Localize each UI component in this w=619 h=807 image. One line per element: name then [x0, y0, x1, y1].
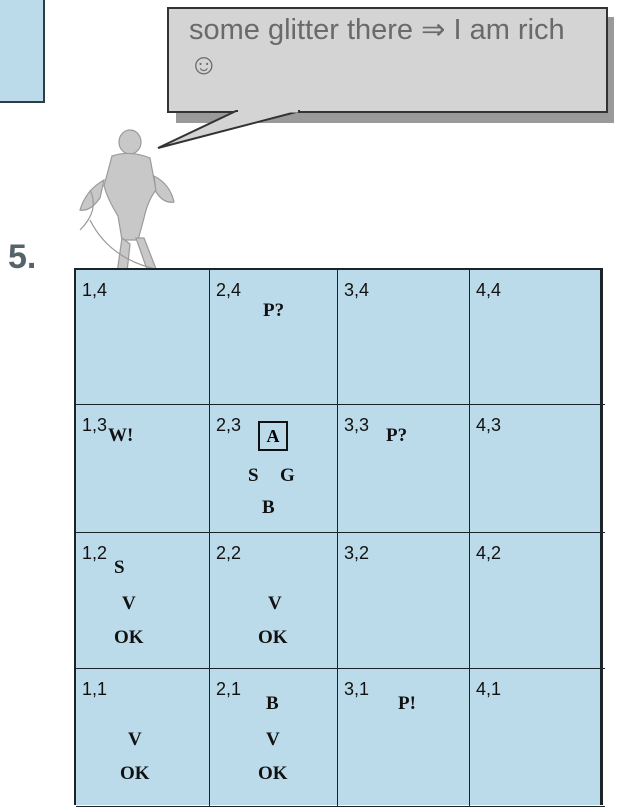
cell-coordinate: 3,1	[344, 679, 369, 700]
grid-cell: 1,4	[76, 270, 210, 405]
grid-cell: 3,2	[338, 533, 470, 669]
percept-mark: OK	[258, 763, 288, 785]
cell-coordinate: 3,4	[344, 280, 369, 301]
percept-mark: V	[122, 593, 136, 615]
percept-mark: S	[248, 465, 259, 487]
cell-coordinate: 2,2	[216, 543, 241, 564]
percept-mark: V	[268, 593, 282, 615]
percept-mark: P?	[263, 300, 284, 322]
percept-mark: V	[128, 729, 142, 751]
step-number: 5.	[8, 238, 36, 277]
percept-mark: V	[266, 729, 280, 751]
grid-cell: 3,3 P?	[338, 405, 470, 533]
grid-cell: 4,4	[470, 270, 605, 405]
percept-mark: P?	[386, 425, 407, 447]
percept-mark: B	[262, 497, 275, 519]
grid-cell: 4,3	[470, 405, 605, 533]
percept-mark: OK	[120, 763, 150, 785]
agent-marker: A	[258, 421, 288, 451]
percept-mark: G	[280, 465, 295, 487]
percept-mark: B	[266, 693, 279, 715]
cell-coordinate: 2,1	[216, 679, 241, 700]
cell-coordinate: 4,2	[476, 543, 501, 564]
cell-coordinate: 4,4	[476, 280, 501, 301]
percept-mark: W!	[108, 425, 133, 447]
cell-coordinate: 1,3	[82, 415, 107, 436]
percept-mark: S	[114, 557, 125, 579]
cell-coordinate: 2,4	[216, 280, 241, 301]
cell-coordinate: 1,1	[82, 679, 107, 700]
cell-coordinate: 3,3	[344, 415, 369, 436]
percept-mark: OK	[258, 627, 288, 649]
cell-coordinate: 4,3	[476, 415, 501, 436]
grid-cell: 3,4	[338, 270, 470, 405]
percept-mark: OK	[114, 627, 144, 649]
grid-cell: 4,2	[470, 533, 605, 669]
cell-coordinate: 1,2	[82, 543, 107, 564]
explorer-hero-icon	[60, 120, 195, 290]
cell-coordinate: 3,2	[344, 543, 369, 564]
grid-cell: 4,1	[470, 669, 605, 807]
cell-coordinate: 2,3	[216, 415, 241, 436]
cell-coordinate: 4,1	[476, 679, 501, 700]
percept-mark: P!	[398, 693, 416, 715]
cell-coordinate: 1,4	[82, 280, 107, 301]
